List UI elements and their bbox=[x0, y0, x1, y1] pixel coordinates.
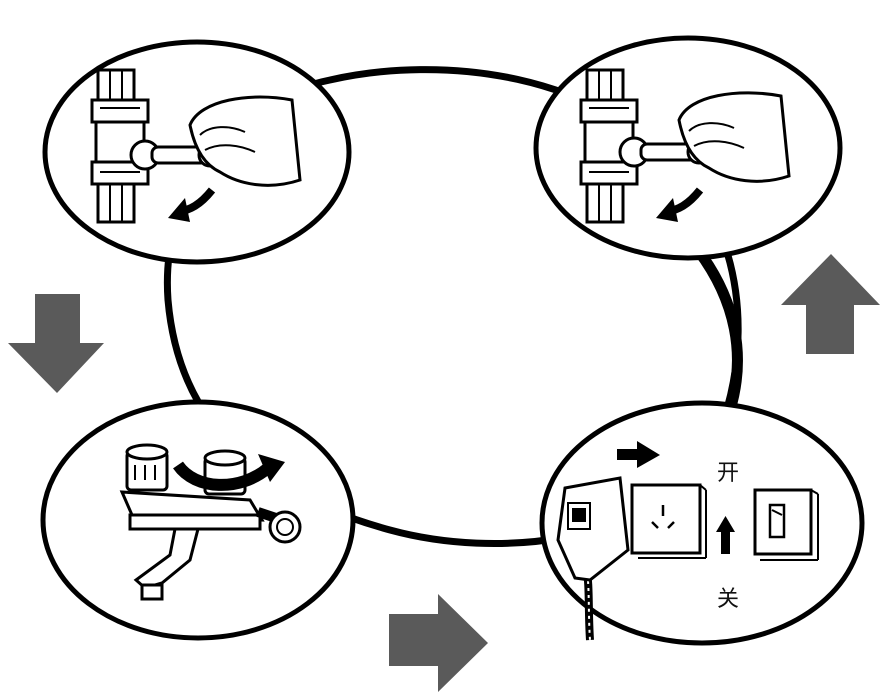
arrow-down-icon bbox=[8, 294, 104, 393]
valve-close-icon bbox=[90, 68, 302, 224]
step-mixer-faucet bbox=[40, 399, 356, 641]
step-plug-and-switch: 开 关 bbox=[539, 400, 865, 646]
plug-and-switch-icon bbox=[556, 441, 819, 641]
switch-on-label: 开 bbox=[717, 461, 739, 486]
step-valve-close bbox=[42, 39, 352, 265]
switch-off-label: 关 bbox=[717, 587, 739, 612]
arrow-up-icon bbox=[781, 254, 880, 354]
arrow-right-icon bbox=[389, 594, 488, 692]
valve-open-icon bbox=[579, 68, 791, 224]
mixer-faucet-icon bbox=[119, 443, 302, 601]
step-valve-open bbox=[533, 35, 843, 261]
cycle-loop-heavy-segment bbox=[685, 236, 743, 412]
